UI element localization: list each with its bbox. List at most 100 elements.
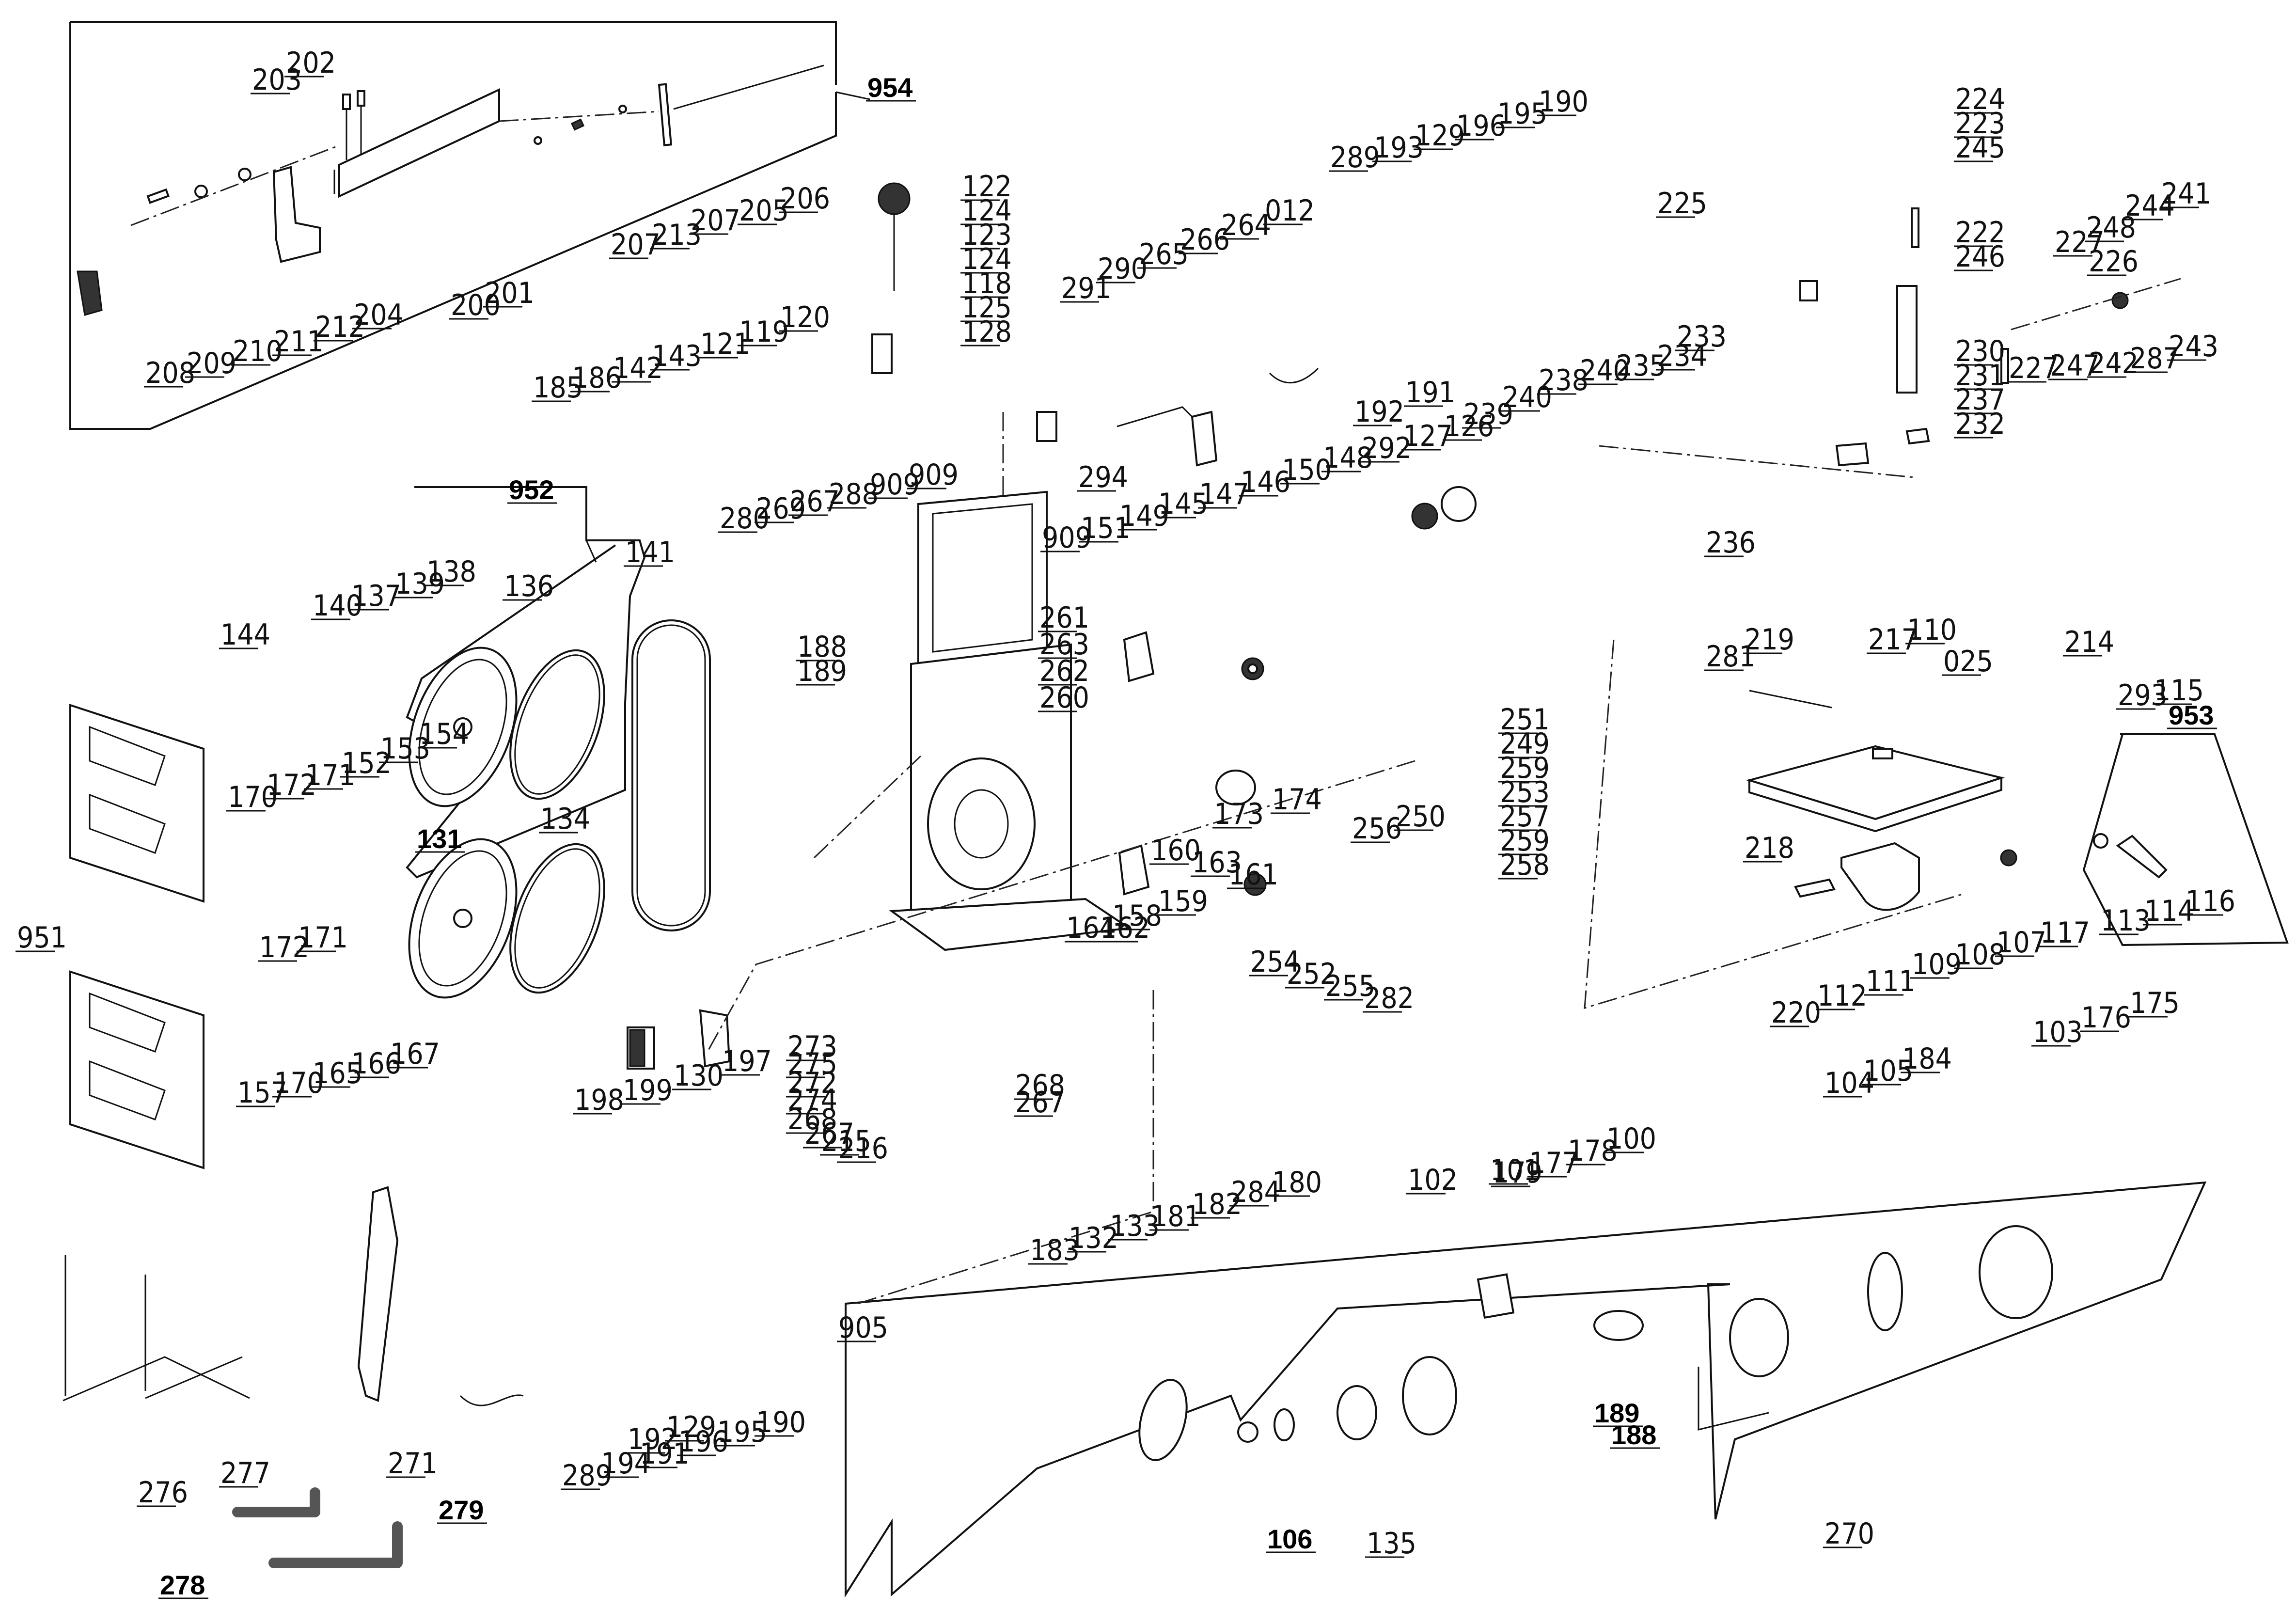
part-label-133: 133 (1108, 1209, 1160, 1243)
part-label-129: 129 (1414, 119, 1465, 153)
part-number: 256 (1352, 812, 1402, 846)
part-number: 147 (1199, 477, 1249, 511)
group-953-frame (2082, 733, 2289, 946)
part-number: 237 (1955, 383, 2005, 417)
part-number: 219 (1745, 623, 1794, 657)
part-number: 255 (1325, 969, 1375, 1003)
part-number: 276 (138, 1476, 188, 1510)
part-number: 148 (1323, 441, 1373, 475)
part-label-198: 198 (573, 1083, 624, 1117)
part-label-230: 230 (1954, 334, 2005, 368)
part-number: 207 (611, 228, 660, 262)
part-label-266: 266 (1179, 223, 1230, 257)
part-number: 181 (1151, 1199, 1201, 1233)
part-label-241: 241 (2160, 177, 2211, 211)
part-number: 194 (601, 1447, 651, 1481)
part-number: 183 (1030, 1233, 1080, 1267)
part-label-160: 160 (1149, 834, 1201, 867)
part-number: 115 (2154, 674, 2204, 708)
part-label-210: 210 (231, 334, 283, 368)
part-number: 123 (962, 218, 1012, 252)
part-number: 232 (1955, 407, 2005, 441)
part-label-269: 269 (755, 492, 806, 526)
part-number: 248 (2086, 211, 2136, 245)
part-label-185: 185 (532, 371, 583, 405)
part-label-158: 158 (1111, 899, 1162, 933)
part-label-239: 239 (1462, 397, 1513, 431)
part-number: 152 (342, 746, 392, 780)
part-number: 261 (1039, 601, 1089, 635)
part-label-264: 264 (1220, 208, 1271, 242)
part-number: 145 (1158, 487, 1208, 521)
part-label-202: 202 (284, 46, 336, 80)
part-label-116: 116 (2184, 884, 2235, 918)
part-number: 176 (2081, 1001, 2131, 1035)
part-label-100: 100 (1605, 1122, 1656, 1156)
part-number: 161 (1228, 858, 1278, 892)
part-label-292: 292 (1360, 431, 1412, 465)
part-number: 247 (2050, 349, 2100, 383)
part-label-259: 259 (1498, 824, 1550, 858)
part-label-165: 165 (311, 1056, 362, 1090)
part-number: 133 (1110, 1209, 1160, 1243)
part-number: 294 (1078, 460, 1128, 494)
part-label-132: 132 (1067, 1221, 1118, 1255)
part-number: 240 (1580, 354, 1630, 388)
part-number: 188 (1611, 1419, 1656, 1450)
part-label-201: 201 (483, 276, 535, 310)
part-label-193: 193 (1372, 131, 1424, 165)
part-number: 271 (388, 1447, 438, 1481)
part-number: 134 (540, 802, 590, 836)
part-label-141: 141 (624, 536, 675, 569)
part-label-170: 170 (272, 1066, 324, 1100)
part-number: 146 (1241, 465, 1290, 499)
part-number: 214 (2064, 625, 2114, 659)
part-label-288: 288 (827, 477, 879, 511)
part-number: 292 (1362, 431, 1412, 465)
part-number: 905 (838, 1311, 888, 1345)
part-label-287: 287 (2128, 342, 2180, 376)
part-number: 139 (395, 567, 445, 601)
part-label-954: 954 (866, 72, 916, 103)
part-number: 136 (504, 569, 554, 603)
part-number: 251 (1500, 703, 1550, 737)
part-number: 243 (2169, 330, 2218, 363)
part-number: 244 (2125, 189, 2175, 223)
part-number: 140 (313, 589, 362, 623)
part-number: 227 (2009, 351, 2059, 385)
part-label-218: 218 (1743, 831, 1794, 865)
part-number: 160 (1151, 834, 1201, 867)
part-number: 190 (756, 1405, 806, 1439)
part-number: 151 (1081, 511, 1131, 545)
part-number: 291 (1061, 271, 1111, 305)
part-label-190: 190 (755, 1405, 806, 1439)
part-label-244: 244 (2123, 189, 2175, 223)
part-label-154: 154 (418, 717, 469, 751)
part-label-277: 277 (219, 1456, 270, 1490)
part-label-175: 175 (2128, 986, 2180, 1020)
part-number: 116 (2186, 884, 2235, 918)
part-label-219: 219 (1743, 623, 1794, 657)
part-label-153: 153 (379, 732, 430, 766)
part-number: 268 (1015, 1069, 1065, 1103)
part-number: 250 (1396, 800, 1446, 834)
part-number: 172 (267, 768, 316, 802)
lower-blade-guide (1118, 770, 1267, 896)
part-number: 201 (485, 276, 535, 310)
assembly-lines (707, 412, 1963, 1305)
part-number: 120 (780, 300, 830, 334)
part-number: 138 (426, 555, 476, 589)
part-label-206: 206 (779, 182, 830, 216)
part-label-171: 171 (304, 758, 355, 792)
part-number: 107 (1997, 926, 2046, 960)
part-label-104: 104 (1823, 1066, 1874, 1100)
part-number: 272 (787, 1066, 837, 1100)
part-label-180: 180 (1271, 1166, 1322, 1199)
part-number: 222 (1955, 216, 2005, 250)
part-label-131: 131 (415, 823, 465, 854)
part-label-025: 025 (1942, 645, 1993, 678)
part-label-213: 213 (650, 218, 702, 252)
part-label-012: 012 (1263, 194, 1315, 228)
part-number: 122 (962, 170, 1012, 204)
part-number: 175 (2130, 986, 2180, 1020)
